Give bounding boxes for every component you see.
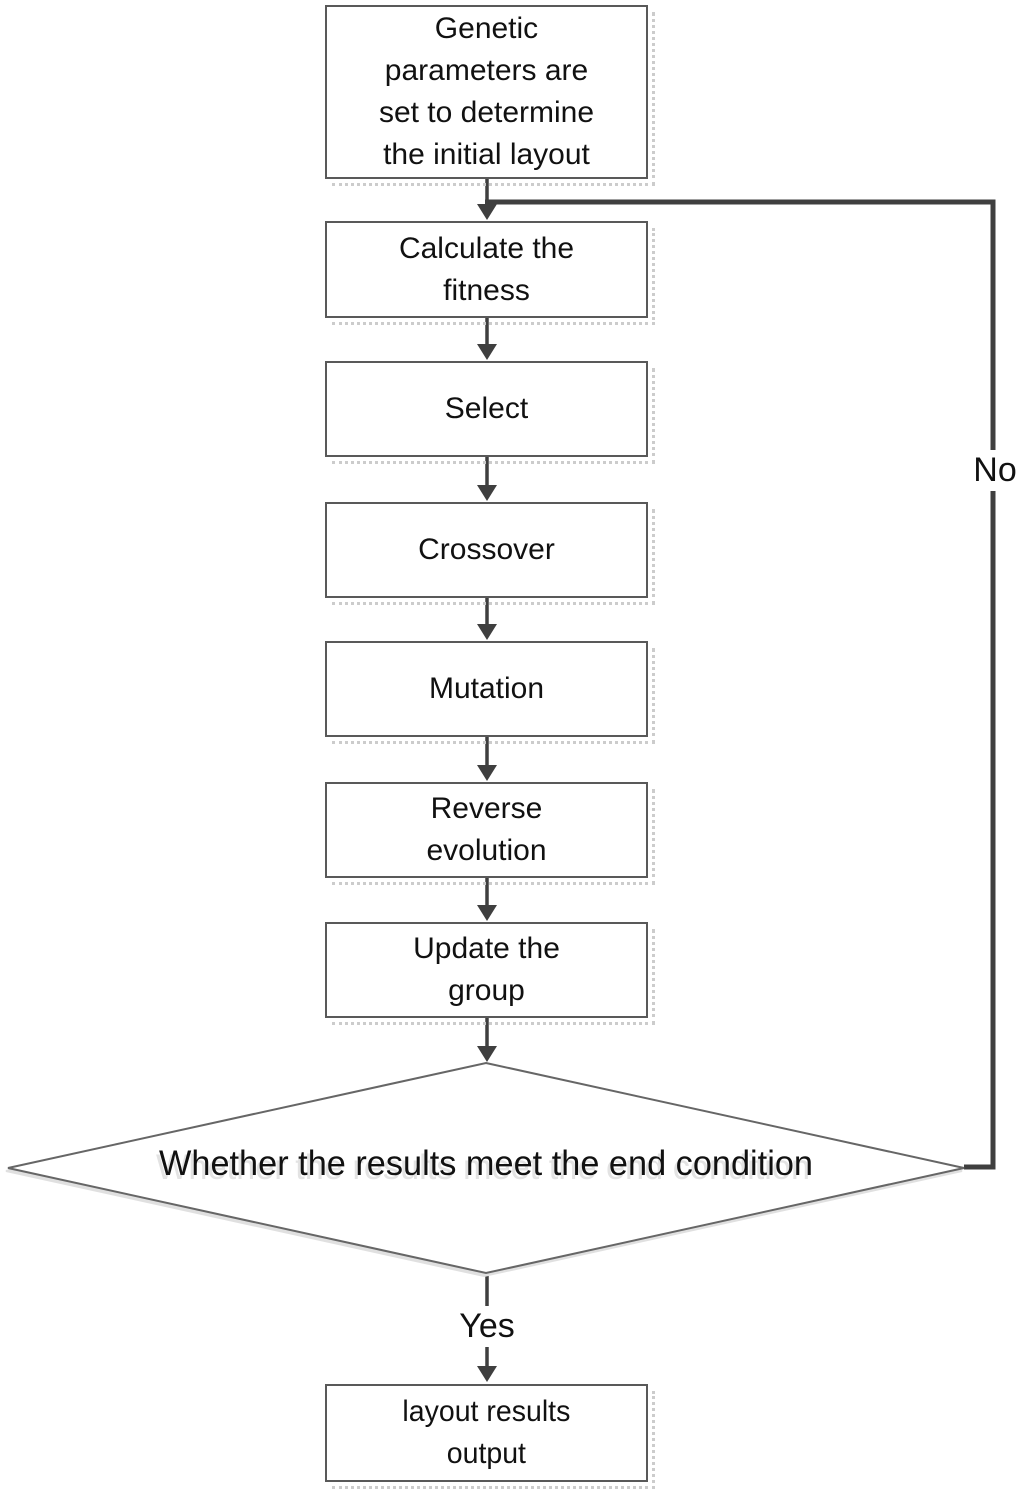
node-calculate-fitness: Calculate the fitness: [325, 221, 655, 325]
node-end-condition-label: Whether the results meet the end conditi…: [159, 1144, 813, 1183]
arrowhead-icon: [477, 485, 497, 501]
arrowhead-icon: [477, 765, 497, 781]
edge-no-return: [485, 199, 996, 1170]
edge-label-yes: Yes: [437, 1306, 537, 1347]
node-crossover: Crossover: [325, 502, 655, 605]
arrowhead-icon: [477, 905, 497, 921]
decision-diamond: [7, 1061, 965, 1275]
node-update-group: Update the group: [325, 922, 655, 1025]
node-label: layout results output: [402, 1395, 571, 1470]
edge-label-no: No: [963, 450, 1024, 491]
arrowhead-icon: [477, 344, 497, 360]
node-label: Genetic parameters are set to determine …: [378, 12, 595, 171]
arrowhead-icon: [477, 1366, 497, 1382]
node-reverse-evolution: Reverse evolution: [325, 782, 655, 885]
node-label: Select: [444, 392, 529, 425]
node-label: Reverse evolution: [426, 792, 547, 867]
node-layout-results-output: layout results output: [325, 1384, 655, 1489]
node-select: Select: [325, 361, 655, 464]
node-genetic-parameters: Genetic parameters are set to determine …: [325, 5, 655, 186]
node-label: Calculate the fitness: [398, 231, 575, 307]
node-label: Crossover: [418, 533, 555, 566]
arrowhead-icon: [477, 624, 497, 640]
arrowhead-icon: [477, 204, 497, 220]
node-label: Update the group: [413, 932, 560, 1007]
node-label: Mutation: [428, 672, 545, 705]
arrowhead-icon: [477, 1046, 497, 1062]
node-mutation: Mutation: [325, 641, 655, 744]
